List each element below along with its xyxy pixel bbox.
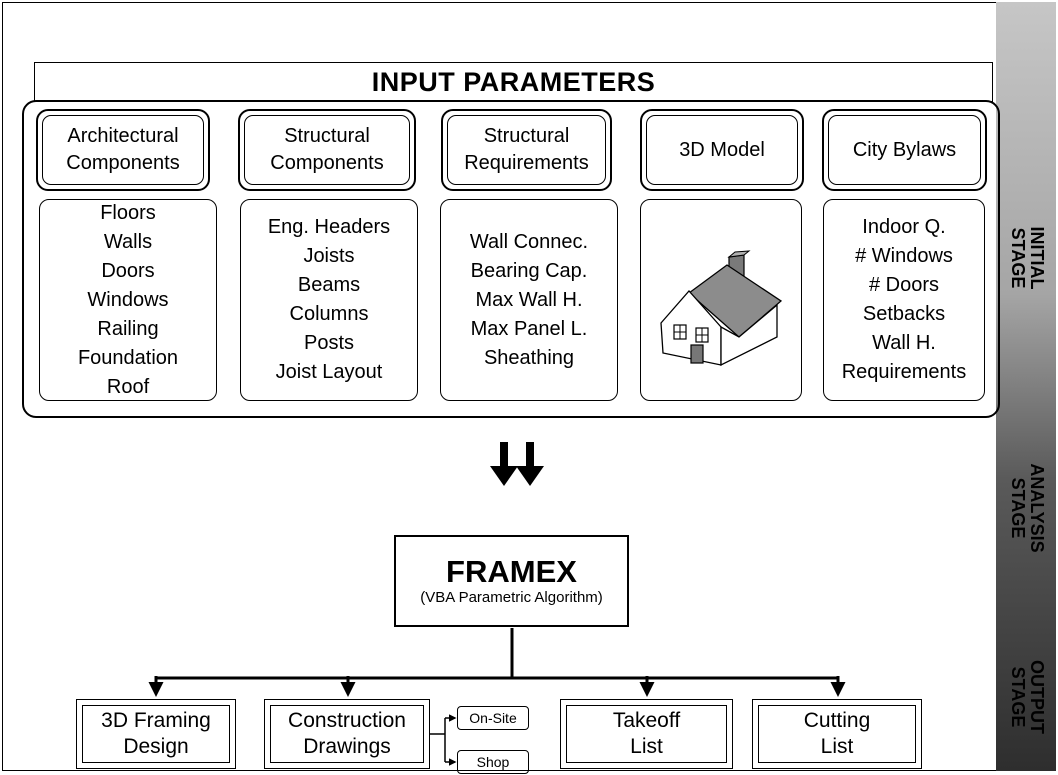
list-architectural-components: Floors Walls Doors Windows Railing Found… (39, 199, 217, 401)
category-header-line: Architectural (67, 125, 179, 147)
list-item: Doors (101, 259, 155, 282)
list-item: # Doors (868, 274, 940, 296)
list-structural-components: Eng. Headers Joists Beams Columns Posts … (240, 199, 418, 401)
category-header-line: Structural (284, 125, 370, 147)
list-structural-requirements: Wall Connec. Bearing Cap. Max Wall H. Ma… (440, 199, 618, 401)
list-item: Indoor Q. (862, 216, 946, 238)
output-3d-framing-design: 3D Framing Design (76, 699, 236, 769)
list-item: Sheathing (483, 346, 575, 369)
list-item: Bearing Cap. (470, 259, 588, 282)
house-icon (660, 250, 783, 367)
list-item: Wall Connec. (469, 230, 589, 253)
output-takeoff-list: Takeoff List (560, 699, 733, 769)
list-item: Posts (303, 332, 355, 354)
output-line: Cutting (803, 709, 871, 732)
category-header-inner: Structural Components (244, 115, 410, 185)
category-header-inner: Architectural Components (42, 115, 204, 185)
category-header-structural-components: Structural Components (238, 109, 416, 191)
framex-subtitle: (VBA Parametric Algorithm) (420, 589, 603, 606)
list-3d-model (640, 199, 802, 401)
list-city-bylaws: Indoor Q. # Windows # Doors Setbacks Wal… (823, 199, 985, 401)
list-item: Beams (297, 274, 361, 296)
list-item: Columns (289, 303, 369, 325)
list-item: Requirements (841, 361, 967, 383)
list-item: Setbacks (862, 303, 946, 325)
list-item: Wall H. (872, 332, 936, 354)
list-item: Windows (87, 288, 169, 311)
down-arrows-icon (490, 442, 544, 486)
output-cutting-list: Cutting List (752, 699, 922, 769)
category-header-inner: City Bylaws (828, 115, 981, 185)
category-header-line: 3D Model (679, 138, 765, 161)
list-item: Max Panel L. (470, 317, 588, 340)
framex-box: FRAMEX (VBA Parametric Algorithm) (394, 535, 629, 627)
category-header-line: Structural (483, 125, 570, 147)
category-header-city-bylaws: City Bylaws (822, 109, 987, 191)
list-item: # Windows (855, 245, 953, 267)
list-item: Foundation (77, 346, 179, 369)
list-item: Eng. Headers (267, 216, 391, 238)
category-header-structural-requirements: Structural Requirements (441, 109, 612, 191)
category-header-line: Components (270, 152, 384, 174)
category-header-line: City Bylaws (852, 138, 957, 161)
framex-title: FRAMEX (446, 554, 577, 589)
category-header-line: Requirements (464, 152, 589, 174)
category-header-inner: 3D Model (646, 115, 798, 185)
category-header-line: Components (66, 152, 180, 174)
list-item: Walls (103, 230, 153, 253)
list-item: Roof (106, 375, 150, 398)
output-inner: Takeoff List (566, 705, 727, 763)
list-item: Floors (100, 201, 156, 224)
output-line: List (630, 735, 663, 758)
output-line: List (820, 735, 854, 758)
input-parameters-panel (22, 100, 1000, 418)
drawing-type-shop: Shop (457, 750, 529, 774)
list-item: Railing (97, 317, 159, 340)
output-inner: Construction Drawings (270, 705, 424, 763)
category-header-3d-model: 3D Model (640, 109, 804, 191)
stage-bar (996, 2, 1056, 771)
list-item: Joist Layout (275, 361, 383, 383)
output-line: 3D Framing (101, 709, 211, 732)
category-header-inner: Structural Requirements (447, 115, 606, 185)
output-construction-drawings: Construction Drawings (264, 699, 430, 769)
output-inner: 3D Framing Design (82, 705, 230, 763)
output-line: Takeoff (612, 709, 681, 732)
output-line: Drawings (303, 735, 391, 758)
output-line: Construction (288, 709, 406, 732)
list-item: Max Wall H. (475, 288, 583, 311)
category-header-architectural: Architectural Components (36, 109, 210, 191)
list-item: Joists (303, 245, 355, 267)
output-line: Design (123, 735, 189, 758)
drawing-type-on-site: On-Site (457, 706, 529, 730)
output-inner: Cutting List (758, 705, 916, 763)
